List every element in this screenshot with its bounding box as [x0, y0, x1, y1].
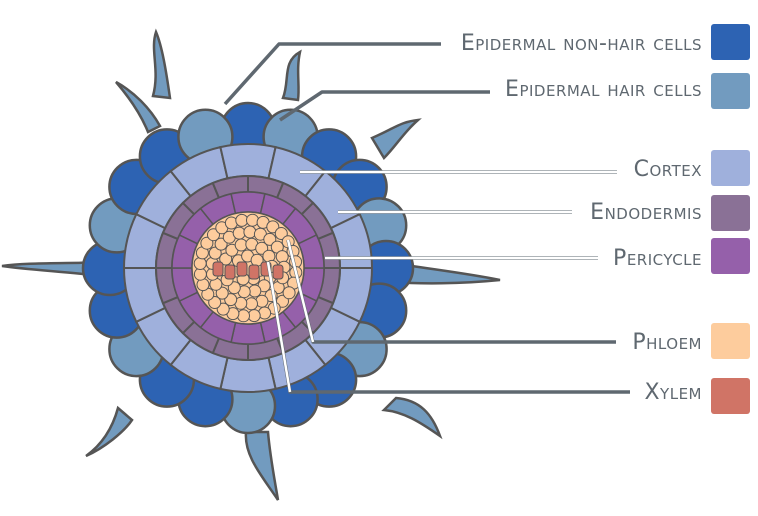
root-hair-4 — [1, 260, 102, 278]
xylem-cell — [224, 264, 236, 280]
legend-label-xylem: Xylem — [644, 380, 702, 405]
phloem-tissue — [191, 211, 305, 325]
phloem-cell — [263, 232, 277, 246]
phloem-cell — [235, 213, 249, 227]
leader-line-inner-7 — [266, 261, 292, 393]
pericycle-cell — [230, 321, 266, 345]
legend-swatch-endodermis — [711, 195, 750, 231]
cortex-cell — [219, 142, 277, 180]
leader-line-1 — [223, 42, 441, 106]
leader-lines — [223, 42, 630, 394]
leader-line-2 — [279, 90, 490, 122]
root-hair-8 — [381, 396, 443, 440]
phloem-cell — [232, 226, 246, 240]
xylem-cell — [248, 264, 260, 280]
phloem-cell — [216, 302, 230, 316]
phloem-cell — [193, 267, 207, 281]
root-hair-6 — [85, 405, 134, 458]
phloem-cell — [266, 220, 280, 234]
legend-swatch-epidermal-hair-cells — [711, 73, 750, 109]
leader-line-inner-6 — [286, 239, 315, 343]
pericycle-cell — [230, 191, 266, 215]
legend-swatch-cortex — [711, 150, 750, 186]
phloem-cell — [219, 252, 233, 266]
phloem-cell — [193, 257, 207, 270]
legend-label-epidermal-hair-cells: Epidermal hair cells — [505, 77, 702, 102]
phloem-cell — [275, 250, 289, 264]
phloem-cell — [274, 227, 288, 240]
phloem-cell — [246, 213, 259, 227]
legend-swatch-xylem — [711, 378, 750, 414]
root-hair-2 — [281, 49, 302, 102]
phloem-cell — [215, 286, 229, 300]
phloem-cell — [208, 246, 222, 260]
phloem-cell — [282, 286, 296, 300]
root-hair-3 — [370, 118, 422, 161]
phloem-cell — [243, 225, 257, 239]
legend-swatch-phloem — [711, 323, 750, 359]
legend-label-epidermal-non-hair-cells: Epidermal non-hair cells — [460, 31, 702, 56]
xylem-cell — [272, 264, 284, 280]
xylem-tissue — [212, 261, 284, 280]
legend-swatch-epidermal-non-hair-cells — [711, 24, 750, 60]
phloem-cell — [276, 294, 289, 308]
xylem-cell — [236, 261, 248, 277]
legend-label-cortex: Cortex — [633, 157, 702, 182]
phloem-cell — [214, 237, 228, 251]
root-hair-5 — [386, 260, 501, 285]
phloem-cell — [224, 293, 238, 307]
phloem-cell — [247, 309, 261, 323]
phloem-cell — [200, 236, 214, 250]
root-hair-7 — [244, 430, 280, 501]
root-hairs — [1, 28, 501, 501]
legend-label-pericycle: Pericycle — [613, 246, 702, 271]
phloem-cell — [207, 228, 220, 242]
root-hair-9 — [115, 80, 162, 134]
phloem-cell — [208, 296, 222, 309]
legend-label-endodermis: Endodermis — [590, 200, 702, 225]
phloem-cell — [245, 297, 258, 311]
root-hair-1 — [151, 28, 172, 100]
legend-label-phloem: Phloem — [632, 330, 702, 355]
legend-swatch-pericycle — [711, 238, 750, 274]
xylem-cell — [212, 261, 224, 277]
phloem-cell — [237, 309, 250, 323]
cortex-cell — [219, 356, 277, 394]
